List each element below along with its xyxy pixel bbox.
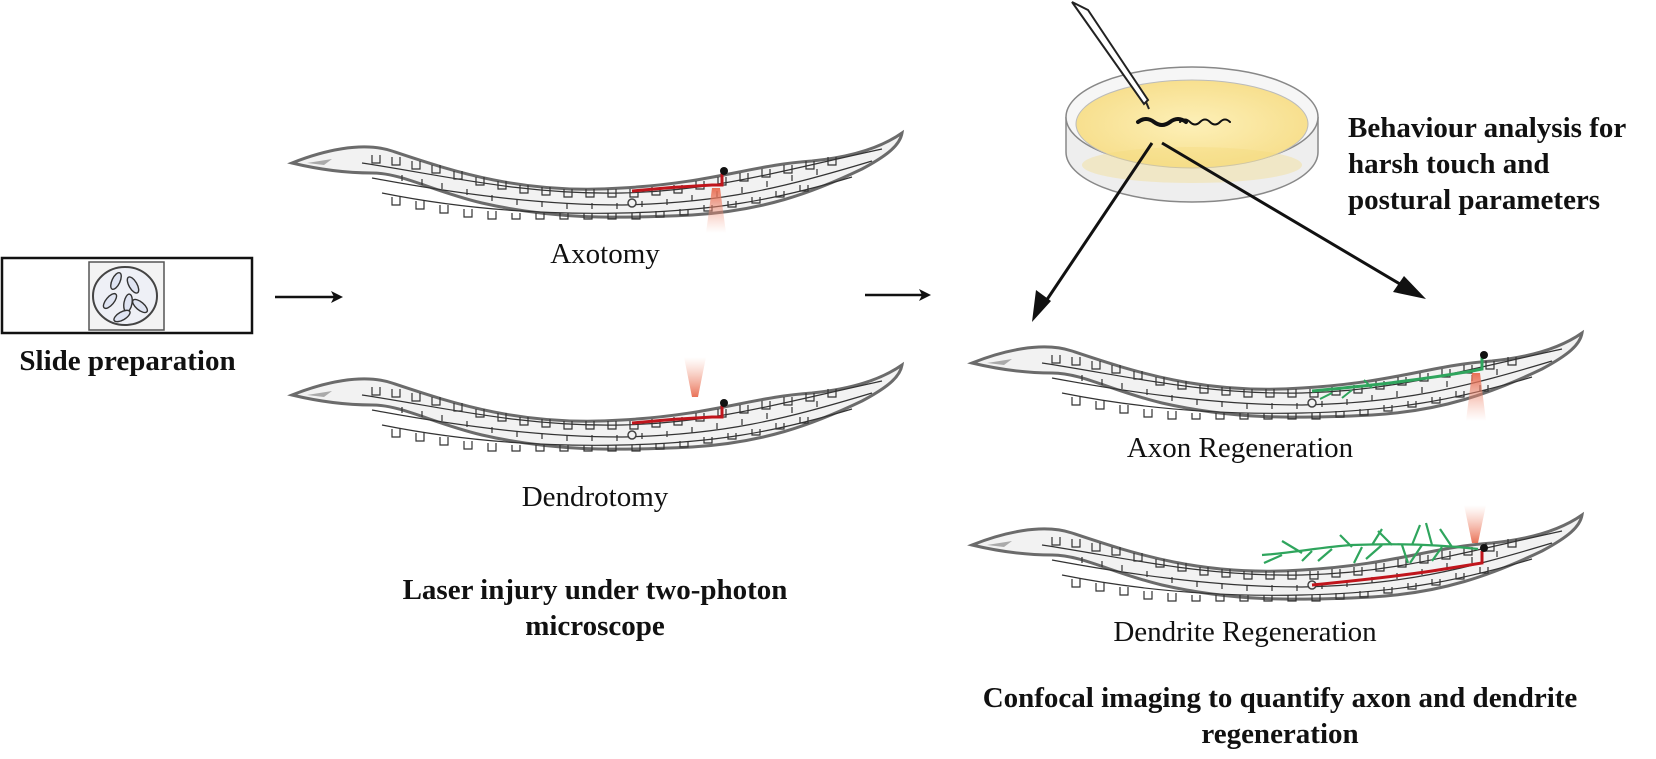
label-slide-preparation: Slide preparation	[19, 345, 236, 377]
pipette	[1071, 1, 1150, 110]
worm-axon-regeneration	[970, 331, 1584, 421]
dish-arrow-left	[1032, 142, 1154, 322]
worm-in-dish	[1136, 117, 1188, 127]
label-confocal-imaging: Confocal imaging to quantify axon and de…	[982, 682, 1578, 750]
label-behaviour-analysis: Behaviour analysis for harsh touch and p…	[1348, 112, 1626, 216]
petri-dish	[1065, 1, 1319, 203]
label-axon-regeneration: Axon Regeneration	[1126, 432, 1354, 464]
label-laser-injury: Laser injury under two-photon microscope	[402, 574, 788, 642]
worm-axotomy	[290, 131, 904, 233]
label-dendrite-regeneration: Dendrite Regeneration	[1113, 616, 1377, 648]
dish-arrow-right	[1161, 141, 1426, 299]
worm-dendrotomy	[290, 357, 904, 453]
worm-dendrite-regeneration	[970, 505, 1584, 603]
microscope-slide	[0, 256, 254, 335]
laser-beam	[684, 357, 706, 397]
label-dendrotomy: Dendrotomy	[521, 481, 669, 513]
laser-beam	[1464, 505, 1486, 543]
laser-beam	[1466, 373, 1486, 421]
label-axotomy: Axotomy	[550, 238, 660, 270]
laser-beam	[706, 188, 726, 233]
